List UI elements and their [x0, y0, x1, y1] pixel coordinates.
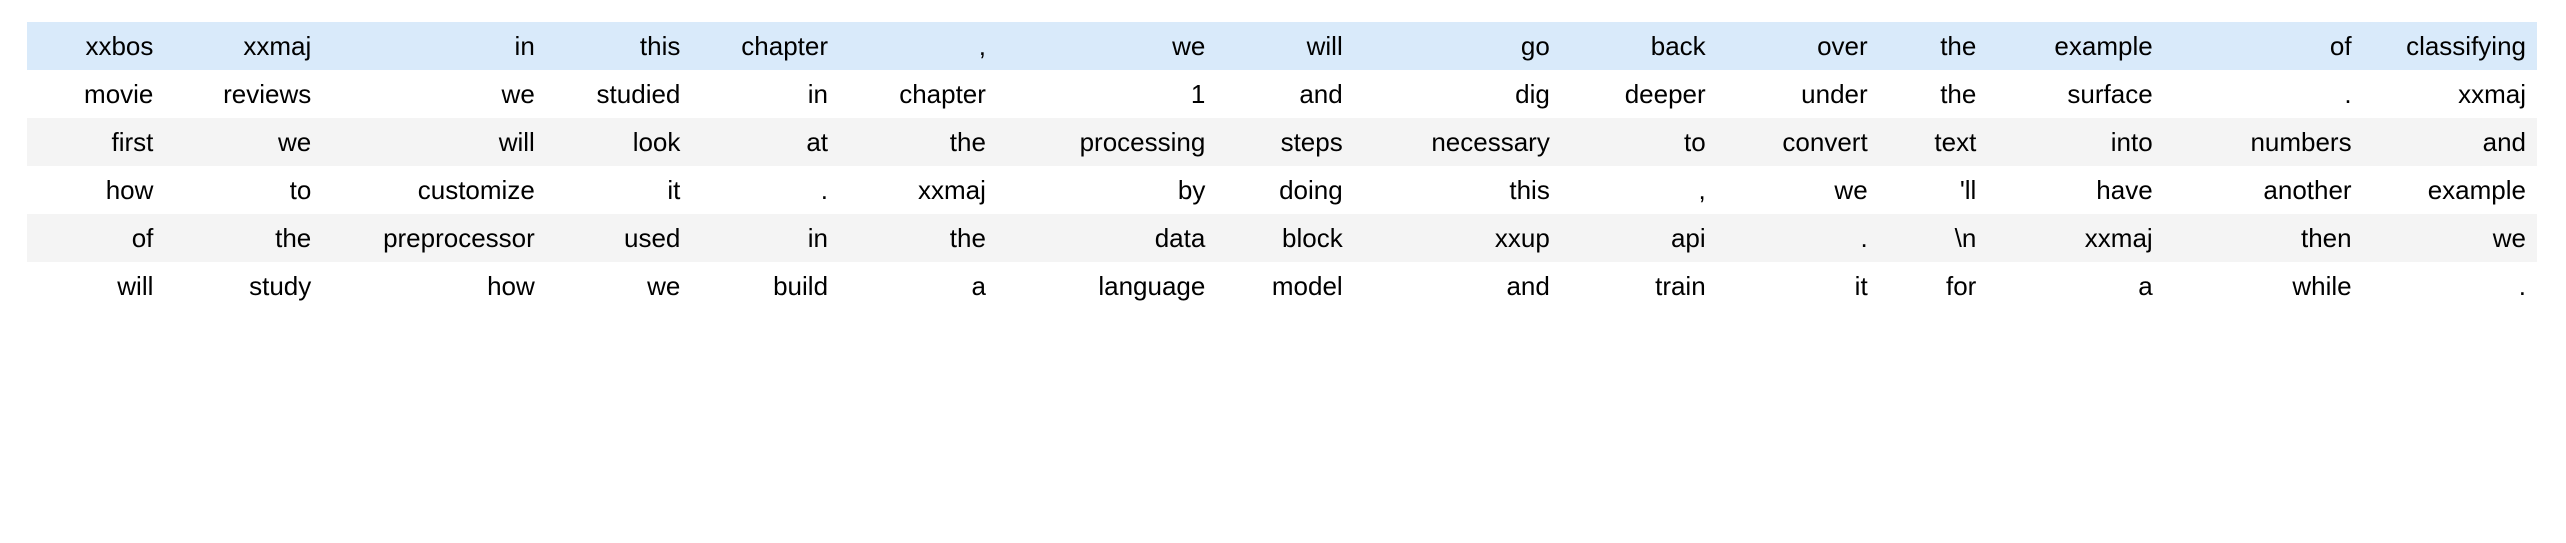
table-cell: xxmaj	[2458, 79, 2526, 109]
table-cell: it	[1854, 271, 1868, 301]
table-cell: customize	[417, 175, 535, 205]
table-cell: a	[2138, 271, 2153, 301]
table-cell: language	[1098, 271, 1206, 301]
table-cell: the	[1940, 79, 1977, 109]
table-cell: to	[1683, 127, 1706, 157]
table-cell: will	[117, 271, 154, 301]
table-cell: necessary	[1431, 127, 1550, 157]
table-cell: convert	[1782, 127, 1868, 157]
table-cell: .	[820, 175, 829, 205]
table-cell: preprocessor	[383, 223, 535, 253]
table-cell: this	[639, 31, 681, 61]
table-cell: under	[1801, 79, 1868, 109]
table-cell: classifying	[2406, 31, 2526, 61]
table-cell: this	[1509, 175, 1550, 205]
table-cell: we	[1172, 31, 1206, 61]
table-cell: the	[275, 223, 312, 253]
token-table-container: xxbos xxmaj in this chapter , we will go…	[27, 22, 2537, 310]
table-cell: api	[1670, 223, 1706, 253]
table-cell: how	[487, 271, 535, 301]
table-cell: xxbos	[85, 31, 154, 61]
table-cell: surface	[2067, 79, 2153, 109]
table-cell: block	[1282, 223, 1343, 253]
table-cell: back	[1650, 31, 1706, 61]
table-cell: and	[2482, 127, 2526, 157]
table-cell: doing	[1279, 175, 1343, 205]
table-cell: ,	[1698, 175, 1706, 205]
table-cell: we	[501, 79, 535, 109]
table-cell: dig	[1515, 79, 1550, 109]
table-cell: the	[949, 127, 986, 157]
table-cell: go	[1520, 31, 1550, 61]
table-row[interactable]: how to customize it . xxmaj by doing thi…	[27, 166, 2537, 214]
table-cell: we	[278, 127, 312, 157]
table-row[interactable]: of the preprocessor used in the data blo…	[27, 214, 2537, 262]
table-cell: processing	[1079, 127, 1206, 157]
table-cell: train	[1655, 271, 1706, 301]
table-cell: xxmaj	[2084, 223, 2153, 253]
table-cell: we	[647, 271, 681, 301]
table-cell: build	[773, 271, 829, 301]
table-cell: xxmaj	[243, 31, 312, 61]
table-body: xxbos xxmaj in this chapter , we will go…	[27, 22, 2537, 310]
table-cell: and	[1506, 271, 1550, 301]
table-cell: data	[1154, 223, 1206, 253]
tokenized-text-table: xxbos xxmaj in this chapter , we will go…	[27, 22, 2537, 310]
table-cell: in	[807, 223, 829, 253]
table-cell: while	[2292, 271, 2352, 301]
table-cell: will	[498, 127, 535, 157]
table-cell: in	[514, 31, 535, 61]
table-row[interactable]: first we will look at the processing ste…	[27, 118, 2537, 166]
table-cell: a	[971, 271, 986, 301]
table-cell: the	[949, 223, 986, 253]
table-cell: 1	[1190, 79, 1206, 109]
table-cell: numbers	[2250, 127, 2352, 157]
table-cell: model	[1271, 271, 1343, 301]
table-cell: studied	[596, 79, 681, 109]
table-cell: .	[1860, 223, 1868, 253]
table-cell: the	[1940, 31, 1977, 61]
table-cell: to	[289, 175, 312, 205]
table-cell: we	[1834, 175, 1868, 205]
table-cell: reviews	[223, 79, 312, 109]
table-cell: look	[632, 127, 681, 157]
table-cell: study	[249, 271, 312, 301]
table-cell: used	[624, 223, 681, 253]
table-cell: in	[807, 79, 829, 109]
table-row[interactable]: xxbos xxmaj in this chapter , we will go…	[27, 22, 2537, 70]
table-cell: by	[1177, 175, 1206, 205]
table-cell: will	[1306, 31, 1343, 61]
table-row[interactable]: movie reviews we studied in chapter 1 an…	[27, 70, 2537, 118]
table-cell: chapter	[741, 31, 829, 61]
table-cell: 'll	[1959, 175, 1977, 205]
table-row[interactable]: will study how we build a language model…	[27, 262, 2537, 310]
table-cell: ,	[978, 31, 986, 61]
table-cell: example	[2054, 31, 2153, 61]
table-cell: first	[111, 127, 154, 157]
table-cell: we	[2492, 223, 2526, 253]
table-cell: of	[131, 223, 154, 253]
table-cell: example	[2427, 175, 2526, 205]
table-cell: for	[1946, 271, 1977, 301]
table-cell: then	[2300, 223, 2352, 253]
table-cell: another	[2263, 175, 2352, 205]
table-cell: over	[1817, 31, 1868, 61]
table-cell: into	[2110, 127, 2153, 157]
table-cell: and	[1299, 79, 1343, 109]
table-cell: at	[806, 127, 829, 157]
table-cell: chapter	[899, 79, 986, 109]
table-cell: .	[2518, 271, 2526, 301]
table-cell: text	[1934, 127, 1977, 157]
table-cell: it	[667, 175, 681, 205]
table-cell: of	[2329, 31, 2352, 61]
table-cell: have	[2096, 175, 2153, 205]
table-cell: steps	[1280, 127, 1343, 157]
table-cell: deeper	[1624, 79, 1706, 109]
table-cell: \n	[1954, 223, 1977, 253]
table-cell: how	[105, 175, 154, 205]
table-cell: movie	[84, 79, 154, 109]
table-cell: .	[2344, 79, 2352, 109]
table-cell: xxup	[1494, 223, 1550, 253]
table-cell: xxmaj	[918, 175, 986, 205]
